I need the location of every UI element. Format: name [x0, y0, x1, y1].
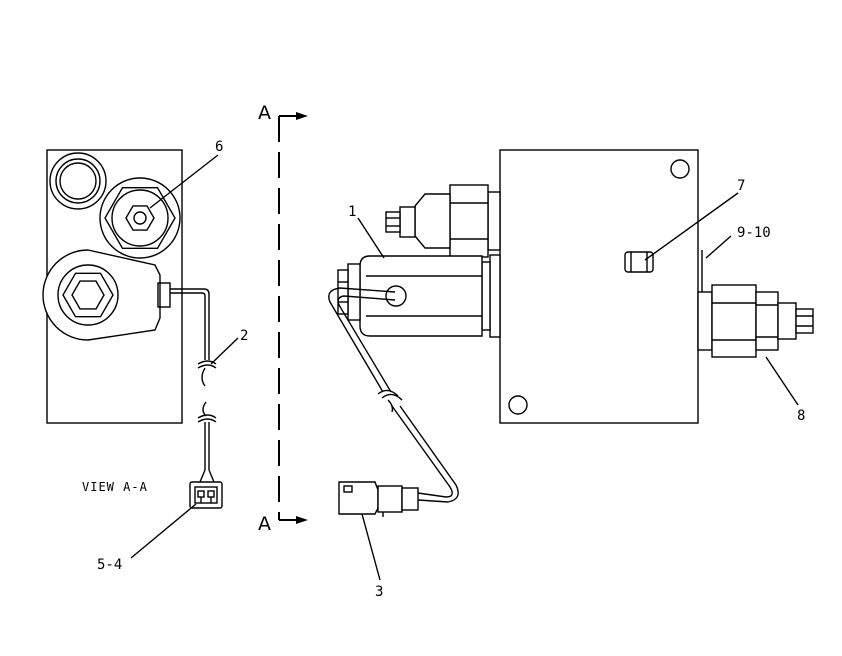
callout-5-4: 5-4 — [97, 557, 122, 573]
section-label-top: A — [258, 102, 271, 124]
section-arrow-top — [296, 112, 308, 120]
callout-9-10: 9-10 — [737, 225, 771, 241]
callout-3: 3 — [375, 584, 383, 600]
view-a-a — [42, 149, 223, 509]
leader-3 — [361, 513, 381, 581]
leader-7 — [644, 192, 739, 261]
callout-1: 1 — [348, 204, 356, 220]
leader-5-4 — [130, 503, 197, 559]
cartridge-upper — [385, 184, 501, 258]
hex-fitting-6 — [99, 177, 181, 259]
leader-2 — [210, 337, 239, 365]
main-view — [328, 149, 814, 517]
callout-7: 7 — [737, 178, 745, 194]
section-label-bottom: A — [258, 513, 271, 535]
leader-8 — [765, 356, 799, 406]
wire-harness — [328, 287, 459, 503]
view-caption: VIEW A-A — [82, 480, 148, 494]
section-arrow-bottom — [296, 516, 308, 524]
leader-9-10 — [705, 235, 732, 259]
callout-8: 8 — [797, 408, 805, 424]
callout-6: 6 — [215, 139, 223, 155]
connector-5-4 — [189, 481, 223, 509]
harness-break-left — [197, 360, 217, 483]
mount-hole-bottom — [508, 395, 528, 415]
mount-hole-top — [670, 159, 690, 179]
round-port — [49, 152, 107, 210]
callout-2: 2 — [240, 328, 248, 344]
section-line-a-a — [278, 112, 308, 524]
leader-6 — [149, 154, 219, 209]
connector-3 — [338, 481, 419, 517]
valve-8 — [697, 284, 814, 358]
leader-1 — [357, 217, 385, 259]
manifold-block — [499, 149, 699, 424]
solenoid-valve-1 — [337, 254, 501, 338]
plug-7 — [624, 251, 654, 273]
solenoid-end-view — [42, 249, 210, 360]
leader-lines — [130, 154, 799, 581]
